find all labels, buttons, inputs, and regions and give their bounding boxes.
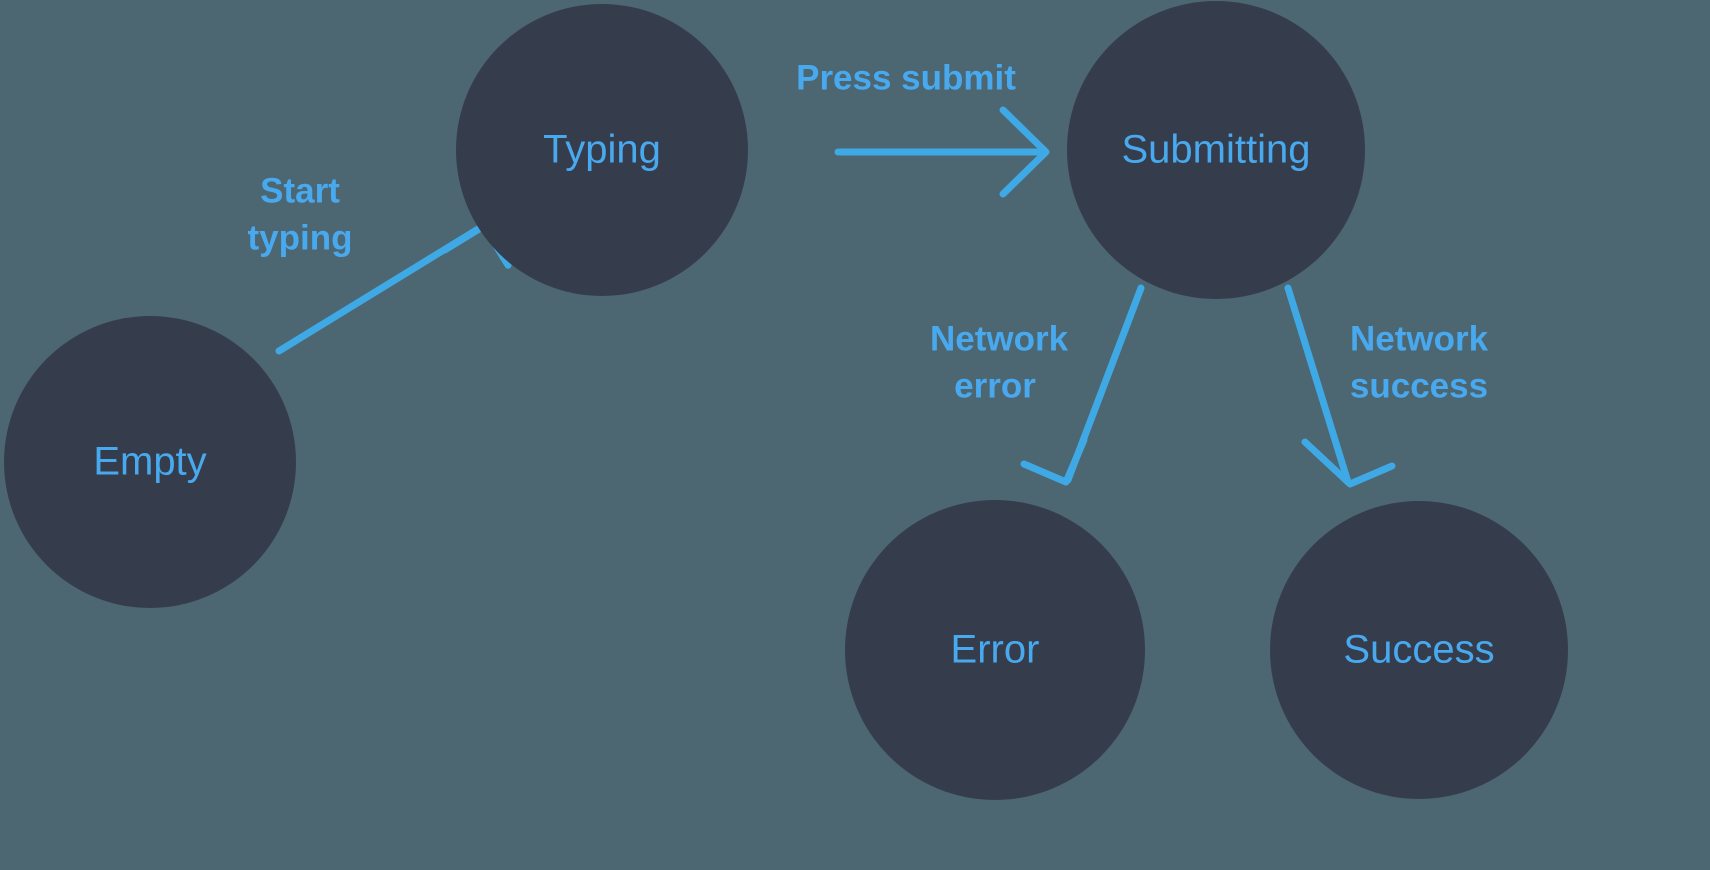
edge-label-network-success: Network success bbox=[1350, 319, 1489, 405]
state-node-success[interactable]: Success bbox=[1270, 501, 1568, 799]
edge-label-press-submit-line1: Press submit bbox=[796, 58, 1016, 97]
edge-label-start-typing: Start typing bbox=[248, 171, 353, 257]
state-node-submitting-circle bbox=[1067, 1, 1365, 299]
state-node-error-label: Error bbox=[951, 628, 1040, 672]
edge-label-start-typing-line1: Start bbox=[260, 171, 340, 210]
state-node-typing-circle bbox=[456, 4, 748, 296]
state-node-submitting[interactable]: Submitting bbox=[1067, 1, 1365, 299]
edge-network-error[interactable] bbox=[1020, 284, 1145, 486]
edge-label-network-error-line2: error bbox=[954, 366, 1036, 405]
state-node-typing-label: Typing bbox=[543, 128, 661, 172]
edge-label-network-error-line1: Network bbox=[930, 319, 1069, 358]
state-node-error[interactable]: Error bbox=[845, 500, 1145, 800]
edge-label-start-typing-line2: typing bbox=[248, 218, 353, 257]
state-node-success-circle bbox=[1270, 501, 1568, 799]
state-node-success-label: Success bbox=[1343, 628, 1494, 672]
edge-network-success-line bbox=[1284, 284, 1352, 486]
edge-label-press-submit: Press submit bbox=[796, 58, 1016, 97]
edge-network-success[interactable] bbox=[1284, 284, 1396, 488]
state-node-empty-label: Empty bbox=[93, 440, 206, 484]
state-node-error-circle bbox=[845, 500, 1145, 800]
state-node-typing[interactable]: Typing bbox=[456, 4, 748, 296]
edge-label-network-success-line2: success bbox=[1350, 366, 1488, 405]
state-node-empty-circle bbox=[4, 316, 296, 608]
edge-label-network-success-line1: Network bbox=[1350, 319, 1489, 358]
state-node-empty[interactable]: Empty bbox=[4, 316, 296, 608]
state-node-submitting-label: Submitting bbox=[1122, 128, 1311, 172]
edge-press-submit-arrowhead bbox=[999, 106, 1050, 198]
edge-label-network-error: Network error bbox=[930, 319, 1069, 405]
edge-network-error-arrowhead bbox=[1020, 436, 1088, 486]
edge-network-success-arrowhead bbox=[1301, 438, 1396, 488]
edge-press-submit[interactable] bbox=[834, 106, 1050, 198]
